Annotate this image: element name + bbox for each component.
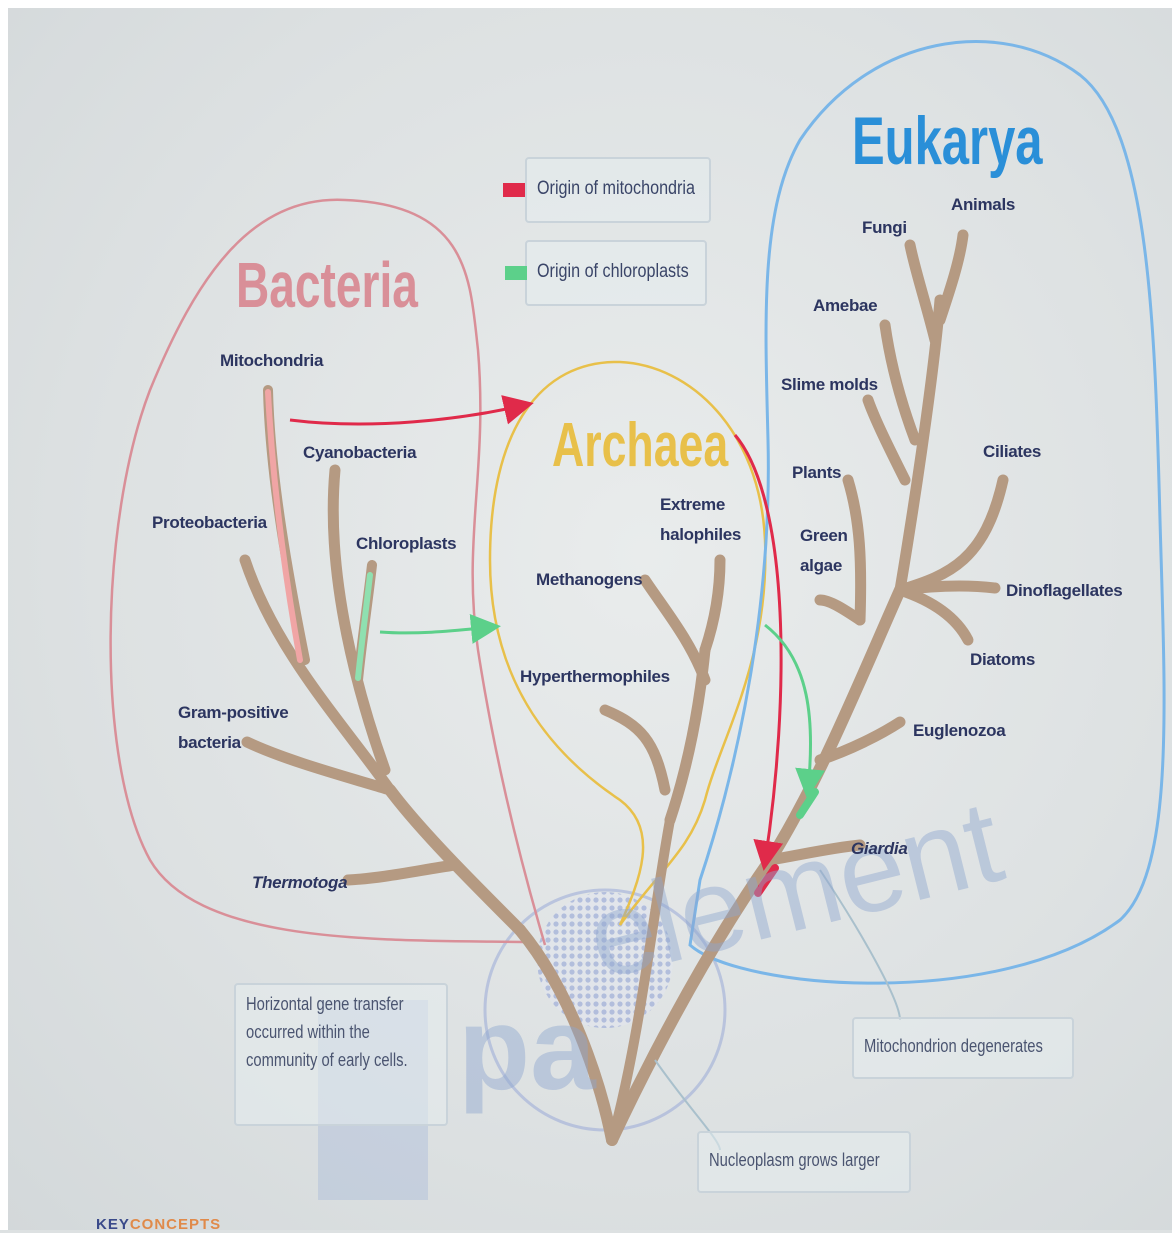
note-horizontal-gene-transfer: Horizontal gene transfer occurred within… <box>234 983 448 1126</box>
label-methanogens: Methanogens <box>536 569 642 590</box>
label-fungi: Fungi <box>862 217 907 238</box>
legend-label-chloroplasts: Origin of chloroplasts <box>537 261 689 283</box>
mitochondria-arrow-1 <box>290 405 525 424</box>
watermark-text-1: pa <box>458 990 596 1108</box>
note-hgt-line2: occurred within the <box>246 1019 402 1047</box>
label-animals: Animals <box>951 194 1015 215</box>
label-green-algae-line1: Green <box>800 525 848 546</box>
note-nucleoplasm-grows-larger: Nucleoplasm grows larger <box>697 1131 911 1193</box>
note-nucleoplasm-text: Nucleoplasm grows larger <box>709 1147 865 1175</box>
branch-halophiles <box>705 560 720 650</box>
branch-diatoms <box>900 590 968 640</box>
branch-fungi <box>910 245 935 340</box>
label-plants: Plants <box>792 462 841 483</box>
label-extreme-halophiles-line1: Extreme <box>660 494 725 515</box>
mitochondria-arrow-2 <box>735 435 781 862</box>
note-mito-degenerates-text: Mitochondrion degenerates <box>864 1033 1026 1061</box>
label-mitochondria: Mitochondria <box>220 350 323 371</box>
label-extreme-halophiles-line2: halophiles <box>660 524 741 545</box>
label-ciliates: Ciliates <box>983 441 1041 462</box>
branch-animals <box>940 235 963 320</box>
label-slime-molds: Slime molds <box>781 374 878 395</box>
label-green-algae-line2: algae <box>800 555 842 576</box>
label-gram-positive-line2: bacteria <box>178 732 241 753</box>
legend-label-mitochondria: Origin of mitochondria <box>537 178 695 200</box>
label-diatoms: Diatoms <box>970 649 1035 670</box>
legend-swatch-mitochondria <box>503 183 525 197</box>
label-hyperthermophiles: Hyperthermophiles <box>520 666 670 687</box>
label-dinoflagellates: Dinoflagellates <box>1006 580 1122 601</box>
footer-key: KEY <box>96 1216 130 1233</box>
branch-green-algae <box>820 600 860 620</box>
archaea-title: Archaea <box>552 410 728 481</box>
label-euglenozoa: Euglenozoa <box>913 720 1005 741</box>
branch-methanogens <box>645 580 705 680</box>
note-hgt-line3: community of early cells. <box>246 1047 402 1075</box>
footer-concepts: CONCEPTS <box>130 1216 221 1233</box>
label-chloroplasts: Chloroplasts <box>356 533 456 554</box>
bacteria-title: Bacteria <box>236 248 418 322</box>
label-gram-positive-line1: Gram-positive <box>178 702 288 723</box>
branch-hyperthermophiles <box>605 710 665 790</box>
label-thermotoga: Thermotoga <box>252 872 347 893</box>
branch-plants <box>848 480 861 620</box>
eukarya-title: Eukarya <box>852 102 1043 180</box>
key-concepts-footer: KEYCONCEPTS <box>96 1216 221 1233</box>
label-cyanobacteria: Cyanobacteria <box>303 442 416 463</box>
legend-swatch-chloroplasts <box>505 266 527 280</box>
branch-thermotoga <box>348 865 455 880</box>
note-mitochondrion-degenerates: Mitochondrion degenerates <box>852 1017 1074 1079</box>
label-proteobacteria: Proteobacteria <box>152 512 267 533</box>
label-giardia: Giardia <box>851 838 907 859</box>
label-amebae: Amebae <box>813 295 877 316</box>
branch-slime-molds <box>868 400 905 480</box>
chloroplast-arrow-2 <box>765 625 811 790</box>
branch-amebae <box>885 325 915 440</box>
note-hgt-line1: Horizontal gene transfer <box>246 991 402 1019</box>
